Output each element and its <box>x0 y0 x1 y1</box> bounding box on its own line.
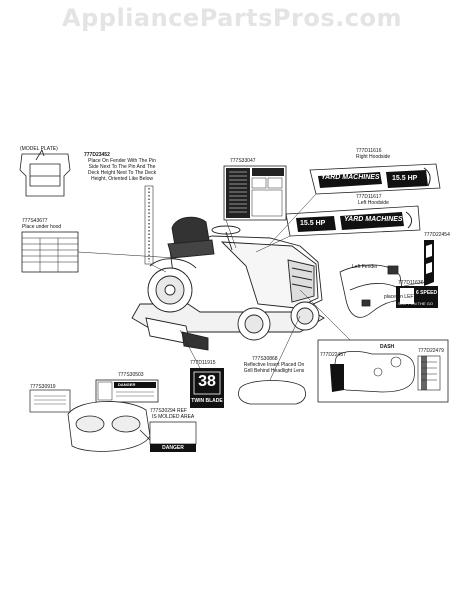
callout-6-part: 777D22454 <box>424 232 450 238</box>
callout-8-part: 777D11636 <box>398 280 424 286</box>
callout-5-part: 777S43677 <box>22 218 48 224</box>
left-hoodside-brand: YARD MACHINES <box>344 216 403 223</box>
callout-2-part: 777S33047 <box>230 158 256 164</box>
left-hoodside-mtd: BY MTD <box>382 226 398 231</box>
right-hoodside-decal <box>309 163 441 195</box>
callout-10-text: Reflective Insert Placed On Grill Behind… <box>236 362 312 374</box>
model-plate-label: (MODEL PLATE) <box>20 146 58 152</box>
callout-1-line-2: Side Next To The Pin And The <box>88 164 156 170</box>
callout-11-part: 777S30503 <box>118 372 144 378</box>
callout-4-desc: Left Hoodside <box>358 200 389 206</box>
callout-3-part: 777D11616 <box>356 148 382 154</box>
twin-blade-number: 38 <box>198 373 216 390</box>
callout-10-part: 777S30868 <box>252 356 278 362</box>
right-hoodside-brand: YARD MACHINES <box>321 174 380 181</box>
dash-right-part: 777D22479 <box>418 348 444 354</box>
small-danger-text: DANGER <box>118 382 136 387</box>
deck-warning-decal <box>29 389 71 413</box>
twin-blade-decal <box>190 368 224 408</box>
model-plate-decal <box>19 149 71 197</box>
callout-13-part: 777S30294 REF <box>150 408 187 414</box>
mower-deck-illustration <box>67 401 157 452</box>
callout-9-part: 777D11915 <box>190 360 216 366</box>
callout-7-desc: Left Fender <box>352 264 378 270</box>
callout-8-desc: place on LEFT fender <box>384 294 432 300</box>
twin-blade-text: TWIN BLADE <box>191 398 223 404</box>
callout-10-line-2: Grill Behind Headlight Lens <box>243 368 305 374</box>
watermark-text: AppliancePartsPros.com <box>62 4 402 32</box>
six-speed-text: 6 SPEED <box>416 290 438 296</box>
callout-10-line-1: Reflective Insert Placed On <box>243 362 305 368</box>
callout-5-desc: Place under hood <box>22 224 62 230</box>
left-fender-illustration <box>339 264 405 318</box>
left-hoodside-decal <box>285 205 421 237</box>
lawn-tractor-illustration <box>131 216 325 351</box>
callout-3-desc: Right Hoodside <box>356 154 391 160</box>
leader-lines <box>77 193 425 381</box>
callout-1-line-3: Deck Height Next To The Deck <box>87 170 157 176</box>
callout-4-part: 777D11617 <box>356 194 382 200</box>
fender-decal-strip <box>144 185 154 265</box>
reflective-insert-decal <box>238 380 306 405</box>
hood-chart-decal <box>21 231 79 273</box>
callout-1-text: Place On Fender With The Pin Side Next T… <box>84 158 160 182</box>
danger-decal-small <box>95 379 159 403</box>
callout-13-desc: IS MOLDED AREA <box>152 414 195 420</box>
warning-decal-large <box>223 165 287 221</box>
callout-1-line-4: Height, Oriented Like Below <box>91 176 153 182</box>
dash-panel <box>317 339 449 403</box>
callout-1-part: 777D23452 <box>84 152 110 158</box>
callout-1-line-1: Place On Fender With The Pin <box>88 158 156 164</box>
vertical-fender-decal <box>424 240 434 286</box>
molded-danger-text: DANGER <box>162 445 184 451</box>
danger-decal-molded <box>149 421 197 452</box>
dash-left-part: 777D22457 <box>320 352 346 358</box>
callout-12-part: 777S30919 <box>30 384 56 390</box>
six-speed-subtext: SHIFT ON THE GO <box>398 301 433 306</box>
left-hoodside-model: 15.5 HP <box>300 220 326 227</box>
right-hoodside-mtd: BY MTD <box>360 184 376 189</box>
right-hoodside-model: 15.5 HP <box>392 175 418 182</box>
six-speed-badge <box>396 286 438 308</box>
dash-title: DASH <box>380 344 395 350</box>
